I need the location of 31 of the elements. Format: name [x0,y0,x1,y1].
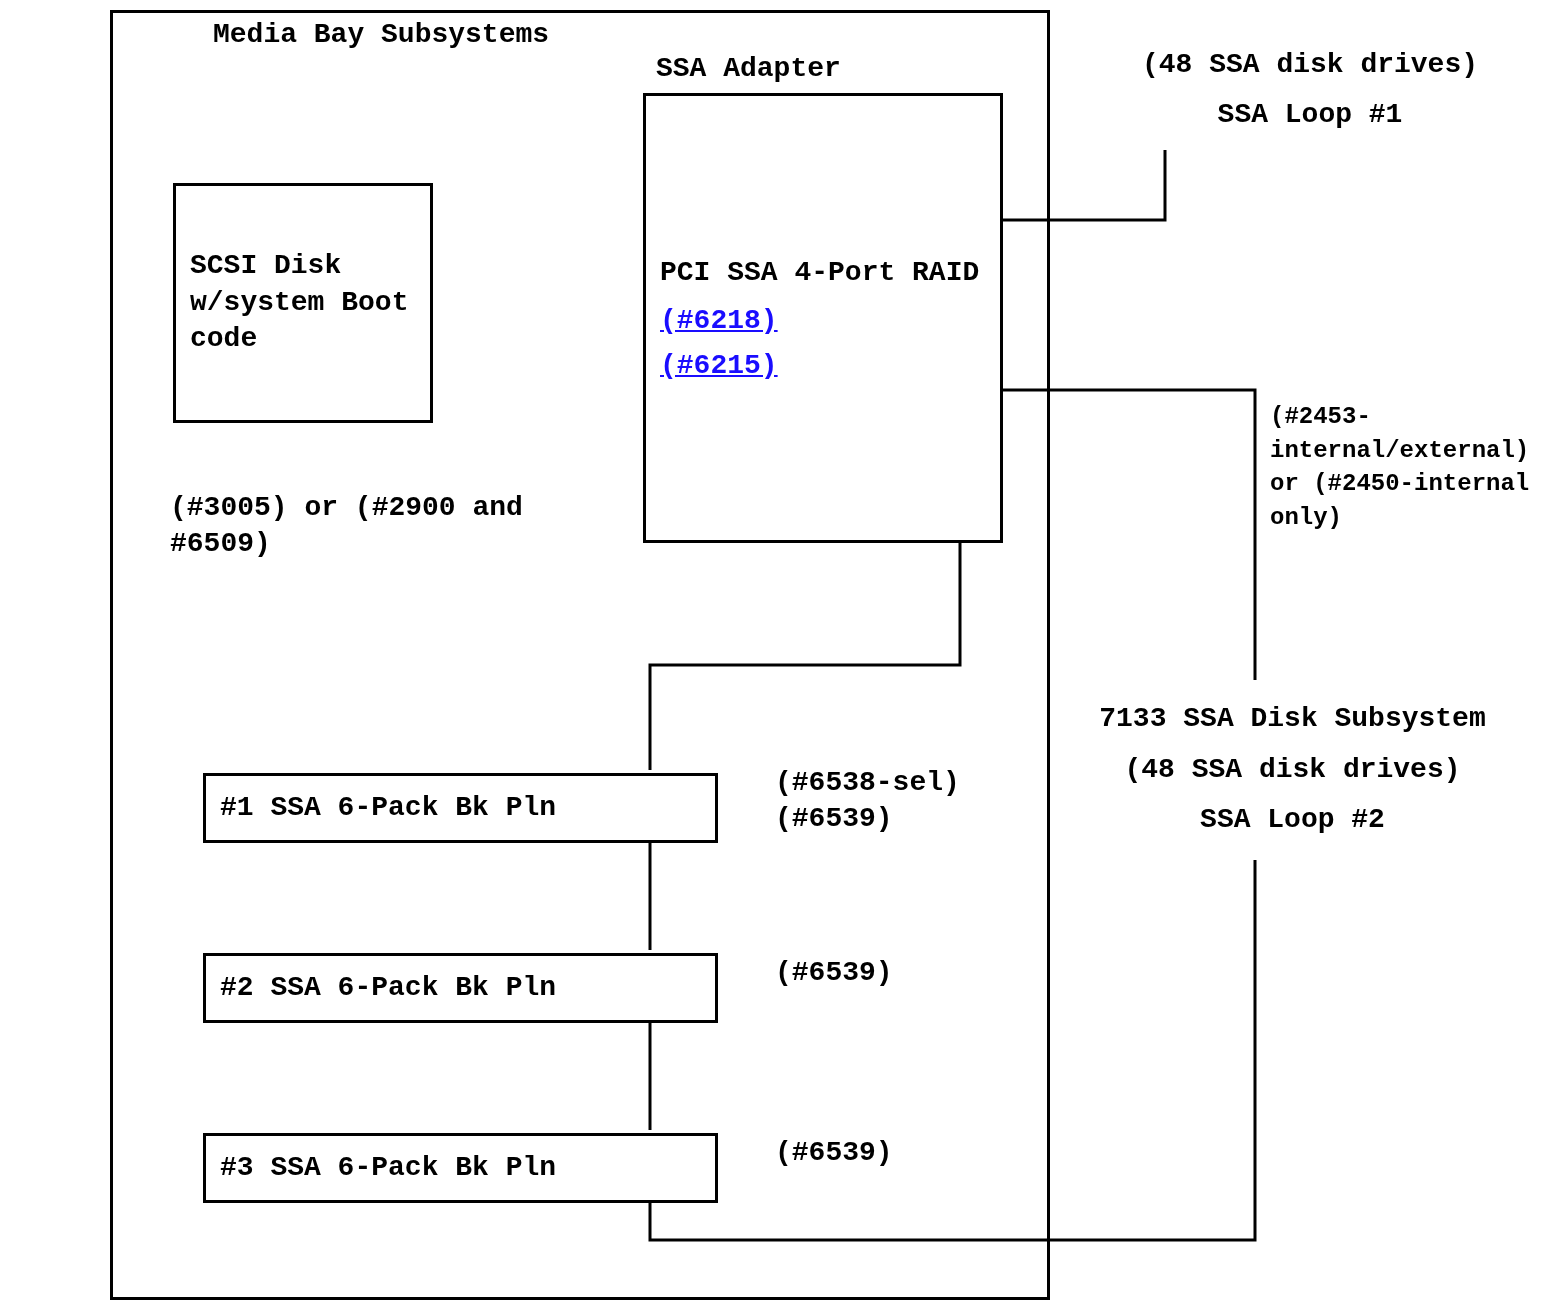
link: (#6215) [660,350,778,382]
node-text: #1 SSA 6-Pack Bk Pln [220,790,557,825]
node-text: SSA Loop #2 [1200,803,1385,838]
part-number: (#6539) [775,956,894,990]
node-text: PCI SSA 4-Port RAID [660,255,980,290]
connector-line [648,1020,652,1130]
connector-line [1000,150,1167,222]
component-box [173,183,433,423]
heading: Media Bay Subsystems [213,19,550,50]
component-box [203,1133,718,1203]
node-text: 7133 SSA Disk Subsystem [1099,702,1486,737]
part-number: (#6538-sel) [775,766,961,800]
node-text: #3 SSA 6-Pack Bk Pln [220,1150,557,1185]
node-text: (48 SSA disk drives) [1124,752,1461,787]
enclosure-box [110,10,1050,1300]
part-number: (#3005) or (#2900 and #6509) [170,491,524,562]
link: (#6218) [660,305,778,337]
component-box [203,773,718,843]
node-text: SSA Loop #1 [1217,98,1403,132]
heading: SSA Adapter [656,53,841,84]
part-number: (#6539) [775,1136,894,1170]
part-number: (#6539) [775,802,894,837]
connector-line [648,860,1257,1242]
connector-line [648,540,962,770]
connector-line [648,840,652,950]
note-text: (#2453-internal/external) or (#2450-internal only) [1270,402,1531,533]
connector-line [1000,388,1257,680]
node-text: #2 SSA 6-Pack Bk Pln [220,970,557,1005]
node-text: SCSI Disk w/system Boot code [190,249,410,357]
component-box [203,953,718,1023]
node-text: (48 SSA disk drives) [1141,47,1479,82]
